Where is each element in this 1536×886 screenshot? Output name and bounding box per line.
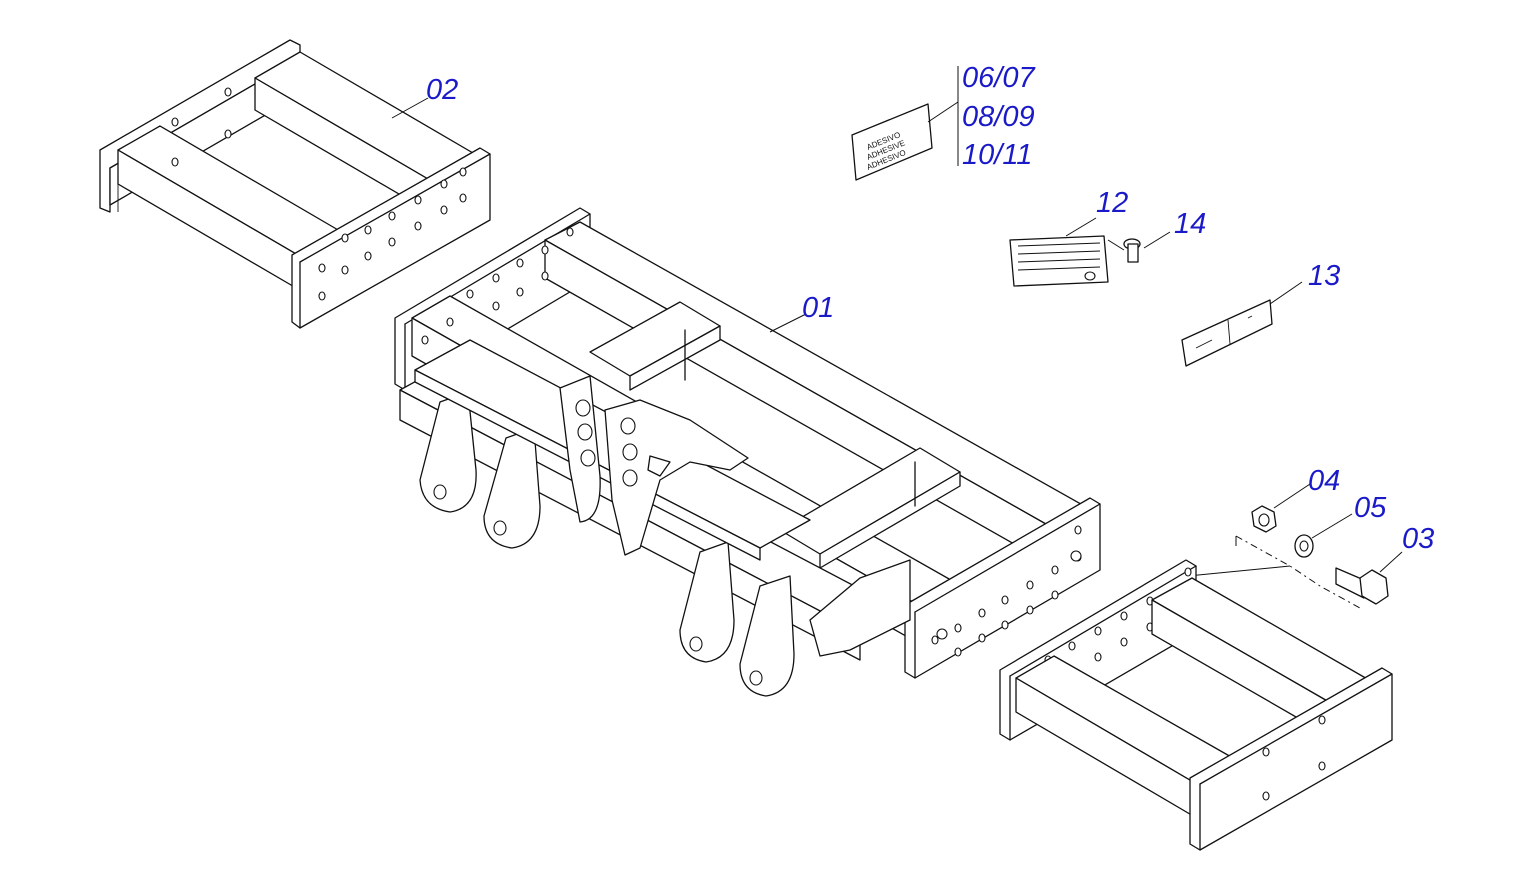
part-label-13: 13	[1308, 260, 1341, 292]
bolt-holes-01	[421, 227, 1082, 657]
sticker-06-11: ADESIVO ADHESIVE ADHESIVO	[851, 66, 959, 181]
part-label-04: 04	[1308, 465, 1341, 497]
part-label-12: 12	[1096, 187, 1129, 219]
part-label-10-11: 10/11	[962, 139, 1033, 171]
extension-frame-02	[99, 39, 491, 329]
part-label-03: 03	[1402, 523, 1435, 555]
sticker-13	[1181, 281, 1303, 367]
part-label-02: 02	[426, 74, 459, 106]
part-label-08-09: 08/09	[962, 101, 1035, 133]
id-plate-12	[1009, 217, 1109, 287]
part-label-06-07: 06/07	[962, 62, 1035, 94]
part-label-14: 14	[1174, 208, 1207, 240]
extension-frame-02-right	[999, 559, 1393, 851]
part-label-01: 01	[802, 292, 835, 324]
bolt-holes-02	[171, 87, 467, 301]
rivet-14	[1107, 231, 1171, 263]
fasteners-03-04-05	[1187, 483, 1403, 609]
main-frame-01	[394, 207, 1101, 697]
center-pivot-plates	[559, 375, 749, 556]
part-label-05: 05	[1354, 492, 1387, 524]
